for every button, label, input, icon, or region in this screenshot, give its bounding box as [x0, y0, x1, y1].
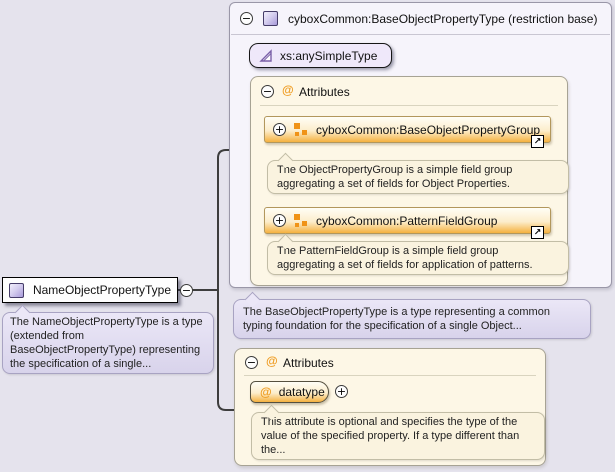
main-type-description-tooltip: The NameObjectPropertyType is a type (ex…	[2, 304, 214, 374]
type-name-label: NameObjectPropertyType	[32, 283, 171, 297]
attribute-datatype-pill[interactable]: @ datatype	[250, 381, 329, 403]
expand-toggle[interactable]: +	[273, 213, 286, 227]
attributes-section-title: Attributes	[299, 85, 350, 99]
expand-toggle[interactable]: +	[273, 122, 286, 136]
section-divider	[260, 105, 558, 106]
collapse-toggle-main-type[interactable]: −	[180, 283, 193, 297]
collapse-toggle-restriction[interactable]: −	[240, 11, 253, 25]
any-simple-type-box[interactable]: xs:anySimpleType	[249, 43, 392, 68]
attribute-at-icon: @	[282, 83, 294, 97]
collapse-toggle-own-attributes[interactable]: −	[245, 355, 258, 369]
restriction-attributes-panel: − @ Attributes + cyboxCommon:BaseObjectP…	[250, 76, 569, 286]
field-group-description-tooltip: The ObjectPropertyGroup is a simple fiel…	[267, 152, 569, 194]
simple-type-icon	[259, 48, 272, 62]
jump-to-definition-icon[interactable]: ↗	[531, 226, 544, 239]
section-divider	[244, 375, 536, 376]
field-group-row-pattern-field-group[interactable]: + cyboxCommon:PatternFieldGroup ↗	[264, 207, 551, 239]
name-object-property-type-box[interactable]: NameObjectPropertyType	[2, 277, 178, 303]
header-divider	[231, 34, 610, 35]
base-type-label: xs:anySimpleType	[280, 48, 378, 63]
attribute-at-icon: @	[260, 384, 272, 399]
restriction-base-box: − cyboxCommon:BaseObjectPropertyType (re…	[229, 2, 612, 288]
restriction-base-title: cyboxCommon:BaseObjectPropertyType (rest…	[288, 12, 598, 26]
collapse-toggle-attributes[interactable]: −	[261, 84, 274, 98]
restriction-base-header: − cyboxCommon:BaseObjectPropertyType (re…	[230, 3, 611, 35]
attribute-name-label: datatype	[278, 385, 325, 399]
base-type-description-tooltip: The BaseObjectPropertyType is a type rep…	[233, 291, 591, 339]
attribute-description-tooltip: This attribute is optional and specifies…	[251, 404, 545, 460]
field-group-label: cyboxCommon:BaseObjectPropertyGroup	[316, 122, 541, 137]
expand-toggle-datatype[interactable]: +	[335, 384, 348, 398]
complex-type-icon	[9, 282, 24, 298]
field-group-description-tooltip: The PatternFieldGroup is a simple field …	[267, 233, 569, 275]
field-group-label: cyboxCommon:PatternFieldGroup	[316, 213, 498, 228]
complex-type-icon	[263, 11, 278, 26]
field-group-row-base-object-property-group[interactable]: + cyboxCommon:BaseObjectPropertyGroup ↗	[264, 116, 551, 148]
jump-to-definition-icon[interactable]: ↗	[531, 135, 544, 148]
attribute-at-icon: @	[266, 354, 278, 368]
field-group-icon	[294, 213, 308, 228]
attributes-section-title: Attributes	[283, 356, 334, 370]
field-group-icon	[294, 122, 308, 137]
own-attributes-panel: − @ Attributes @ datatype + This attribu…	[234, 348, 546, 466]
